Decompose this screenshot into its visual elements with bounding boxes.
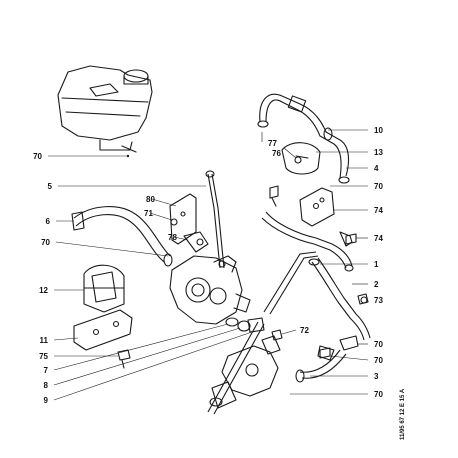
label-9: 9 — [44, 396, 49, 405]
long-pipe — [207, 251, 319, 415]
label-7: 7 — [44, 366, 49, 375]
hose-3 — [295, 345, 347, 383]
label-2: 2 — [374, 280, 379, 289]
label-11: 11 — [40, 336, 49, 345]
label-77: 77 — [268, 139, 277, 148]
hose-6 — [71, 206, 173, 267]
label-75: 75 — [39, 352, 48, 361]
label-10: 10 — [374, 126, 383, 135]
upper-hose-10 — [257, 93, 350, 184]
label-72: 72 — [300, 326, 309, 335]
label-12: 12 — [39, 286, 48, 295]
bracket-74 — [269, 185, 335, 227]
hose-1 — [261, 211, 354, 272]
label-70-b: 70 — [41, 238, 50, 247]
bracket-11 — [73, 309, 133, 351]
label-5: 5 — [48, 182, 53, 191]
water-pump-housing — [169, 255, 251, 325]
label-6: 6 — [46, 217, 51, 226]
label-70-f: 70 — [374, 390, 383, 399]
rod-5 — [205, 170, 225, 269]
label-71: 71 — [144, 209, 153, 218]
bracket-80 — [169, 193, 209, 253]
label-13: 13 — [374, 148, 383, 157]
label-70-a: 70 — [33, 152, 42, 161]
label-74-a: 74 — [374, 206, 383, 215]
label-76: 76 — [272, 149, 281, 158]
labels-right: 10 77 76 13 4 70 74 74 1 2 73 72 70 70 3… — [268, 126, 383, 399]
leader-lines-right — [261, 129, 369, 395]
label-74-b: 74 — [374, 234, 383, 243]
label-80: 80 — [146, 195, 155, 204]
label-70-c: 70 — [374, 182, 383, 191]
label-4: 4 — [374, 164, 379, 173]
hose-clip-13 — [281, 142, 321, 175]
label-3: 3 — [374, 372, 379, 381]
bracket-12 — [83, 264, 125, 313]
label-70-e: 70 — [374, 356, 383, 365]
gasket-set — [225, 317, 265, 333]
label-78: 78 — [168, 233, 177, 242]
label-70-d: 70 — [374, 340, 383, 349]
label-73: 73 — [374, 296, 383, 305]
expansion-tank — [57, 65, 153, 153]
label-8: 8 — [44, 381, 49, 390]
outlet-housing — [209, 335, 281, 409]
footer-code: 11/95 67 12 E 15 A — [400, 388, 406, 440]
label-1: 1 — [374, 260, 379, 269]
leader-lines-left — [48, 154, 253, 401]
labels-left: 70 5 80 71 6 78 70 12 11 75 7 8 9 — [33, 152, 177, 405]
